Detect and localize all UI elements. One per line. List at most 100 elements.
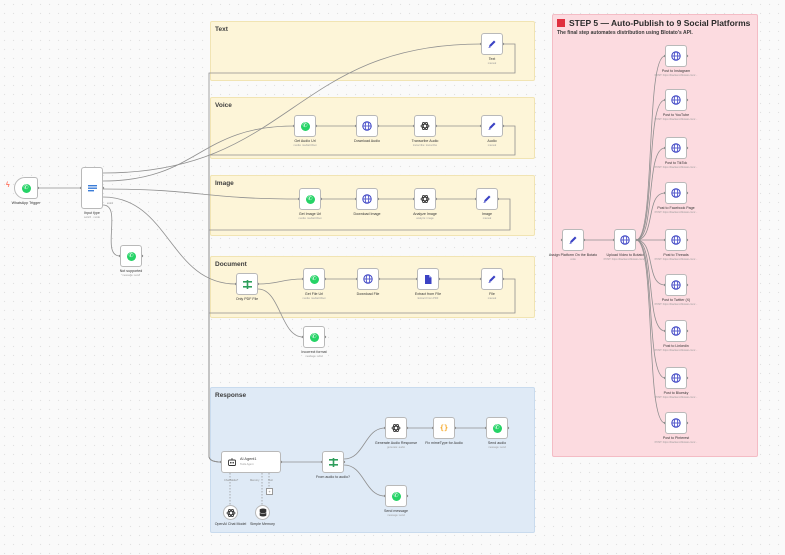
send-audio-node[interactable]: ✆ [486,417,508,439]
globe-icon [362,121,372,131]
only-pdf-label: Only PDF File [235,297,259,301]
p-instagram-node[interactable] [665,45,687,67]
upload-video-sublabel: POST: https://backend.blotato.com/... [603,257,647,261]
extract-from-file-node[interactable] [417,268,439,290]
download-file-node[interactable] [357,268,379,290]
add-tool-button[interactable]: + [266,488,273,495]
p-bluesky-sublabel: POST: https://backend.blotato.com/... [654,395,698,399]
generate-audio-label: Generate Audio Response [374,441,418,445]
switch-icon [87,183,98,193]
assign-platform-label: Assign Platform On the Botato [548,253,598,257]
p-linkedin-node[interactable] [665,320,687,342]
extract-from-file-label: Extract from File [414,292,442,296]
get-audio-url-node[interactable]: ✆ [294,115,316,137]
globe-icon [362,194,372,204]
generate-audio-sublabel: generate: audio [386,445,406,449]
not-supported-node[interactable]: ✆ [120,245,142,267]
upload-video-node[interactable] [614,229,636,251]
sticky-title-voice: Voice [215,102,232,109]
incorrect-format-node[interactable]: ✆ [303,326,325,348]
from-audio-node[interactable] [322,451,344,473]
input-type-node[interactable] [81,167,103,209]
p-linkedin-label: Post to Linkedin [663,344,689,348]
assign-platform-node[interactable] [562,229,584,251]
p-tiktok-node[interactable] [665,137,687,159]
p-pinterest-sublabel: POST: https://backend.blotato.com/... [654,440,698,444]
if-icon [242,279,253,290]
extract-from-file-sublabel: Extract From PDF [417,296,439,300]
transcribe-audio-label: Transcribe Audio [411,139,439,143]
sticky-subtitle-step5: The final step automates distribution us… [557,30,693,36]
whatsapp-icon: ✆ [21,183,31,193]
whatsapp-icon: ✆ [126,251,136,261]
audio-set-node[interactable] [481,115,503,137]
p-bluesky-node[interactable] [665,367,687,389]
simple-memory-node[interactable] [255,505,270,520]
send-message-label: Send message [384,509,408,513]
port-label-extra: extra [107,202,113,205]
p-facebook-node[interactable] [665,182,687,204]
pencil-icon [487,274,497,284]
only-pdf-node[interactable] [236,273,258,295]
download-image-node[interactable] [356,188,378,210]
get-file-url-node[interactable]: ✆ [303,268,325,290]
openai-icon [391,423,401,433]
sticky-title-step5: STEP 5 — Auto-Publish to 9 Social Platfo… [557,18,750,28]
whatsapp-icon: ✆ [492,423,502,433]
p-instagram-sublabel: POST: https://backend.blotato.com/... [654,73,698,77]
p-pinterest-label: Post to Pinterest [662,436,690,440]
get-file-url-sublabel: media: mediaUrlGet [302,296,326,300]
send-message-node[interactable]: ✆ [385,485,407,507]
pencil-icon [487,39,497,49]
file-set-sublabel: manual [487,296,497,300]
download-image-label: Download Image [353,212,381,216]
input-type-label: Input type [84,211,100,215]
audio-set-label: Audio [487,139,497,143]
from-audio-label: From audio to audio? [316,475,350,479]
p-bluesky-label: Post to Bluesky [663,391,689,395]
globe-icon [671,373,681,383]
globe-icon [671,418,681,428]
p-youtube-node[interactable] [665,89,687,111]
port-label-memory: Memory [250,479,260,482]
text-set-node[interactable] [481,33,503,55]
p-instagram-label: Post to Instagram [661,69,691,73]
whatsapp-icon: ✆ [305,194,315,204]
p-threads-label: Post to Threads [663,253,689,257]
sticky-title-document: Document [215,261,247,268]
get-image-url-node[interactable]: ✆ [299,188,321,210]
whatsapp-icon: ✆ [300,121,310,131]
text-set-label: Text [488,57,496,61]
analyze-image-sublabel: analyze: image [416,216,434,220]
input-type-sublabel: switch · mode [84,215,100,219]
image-set-sublabel: manual [482,216,492,220]
image-set-node[interactable] [476,188,498,210]
transcribe-audio-node[interactable] [414,115,436,137]
fix-mimetype-node[interactable]: {} [433,417,455,439]
sticky-title-text: Text [215,26,228,33]
port-label-tool: Tool [268,479,273,482]
p-twitter-sublabel: POST: https://backend.blotato.com/... [654,302,698,306]
file-set-node[interactable] [481,268,503,290]
download-audio-label: Download Audio [354,139,380,143]
p-youtube-label: Post to YouTube [662,113,690,117]
globe-icon [671,51,681,61]
globe-icon [671,95,681,105]
download-file-label: Download File [356,292,380,296]
incorrect-format-label: Incorrect format [301,350,327,354]
whatsapp-trigger-node[interactable]: ✆ [14,177,38,199]
p-twitter-node[interactable] [665,274,687,296]
download-audio-node[interactable] [356,115,378,137]
whatsapp-trigger-label: WhatsApp Trigger [11,201,41,205]
analyze-image-node[interactable] [414,188,436,210]
generate-audio-node[interactable] [385,417,407,439]
p-facebook-sublabel: POST: https://backend.blotato.com/... [654,210,698,214]
openai-chat-node[interactable] [223,505,238,520]
sticky-title-image: Image [215,180,234,187]
p-threads-node[interactable] [665,229,687,251]
send-audio-sublabel: message: send [488,445,506,449]
p-pinterest-node[interactable] [665,412,687,434]
